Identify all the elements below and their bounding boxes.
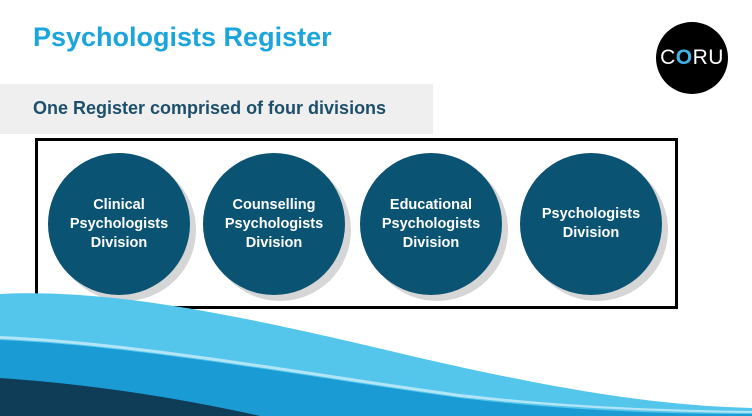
- divisions-box: Clinical Psychologists Division Counsell…: [35, 138, 678, 309]
- coru-logo: CORU: [656, 22, 728, 94]
- logo-letters-ru: RU: [692, 46, 724, 69]
- logo-letter-c: C: [660, 46, 676, 69]
- slide-title: Psychologists Register: [33, 22, 332, 52]
- division-label: Educational Psychologists Division: [381, 196, 481, 251]
- division-label: Counselling Psychologists Division: [224, 196, 324, 251]
- wave-mid: [0, 340, 752, 416]
- logo-letter-o: O: [675, 46, 693, 69]
- division-circle-psychologists: Psychologists Division: [520, 153, 662, 295]
- division-label: Psychologists Division: [541, 206, 641, 241]
- wave-dark: [0, 378, 260, 416]
- division-circle-counselling: Counselling Psychologists Division: [203, 153, 345, 295]
- logo-text: CORU: [660, 46, 724, 70]
- slide-subtitle: One Register comprised of four divisions: [33, 98, 387, 118]
- footer-waves: [0, 293, 752, 416]
- subtitle-band: [0, 84, 433, 134]
- division-circle-clinical: Clinical Psychologists Division: [48, 153, 190, 295]
- division-label: Clinical Psychologists Division: [69, 196, 169, 251]
- wave-white-sliver: [0, 336, 752, 413]
- division-circle-educational: Educational Psychologists Division: [360, 153, 502, 295]
